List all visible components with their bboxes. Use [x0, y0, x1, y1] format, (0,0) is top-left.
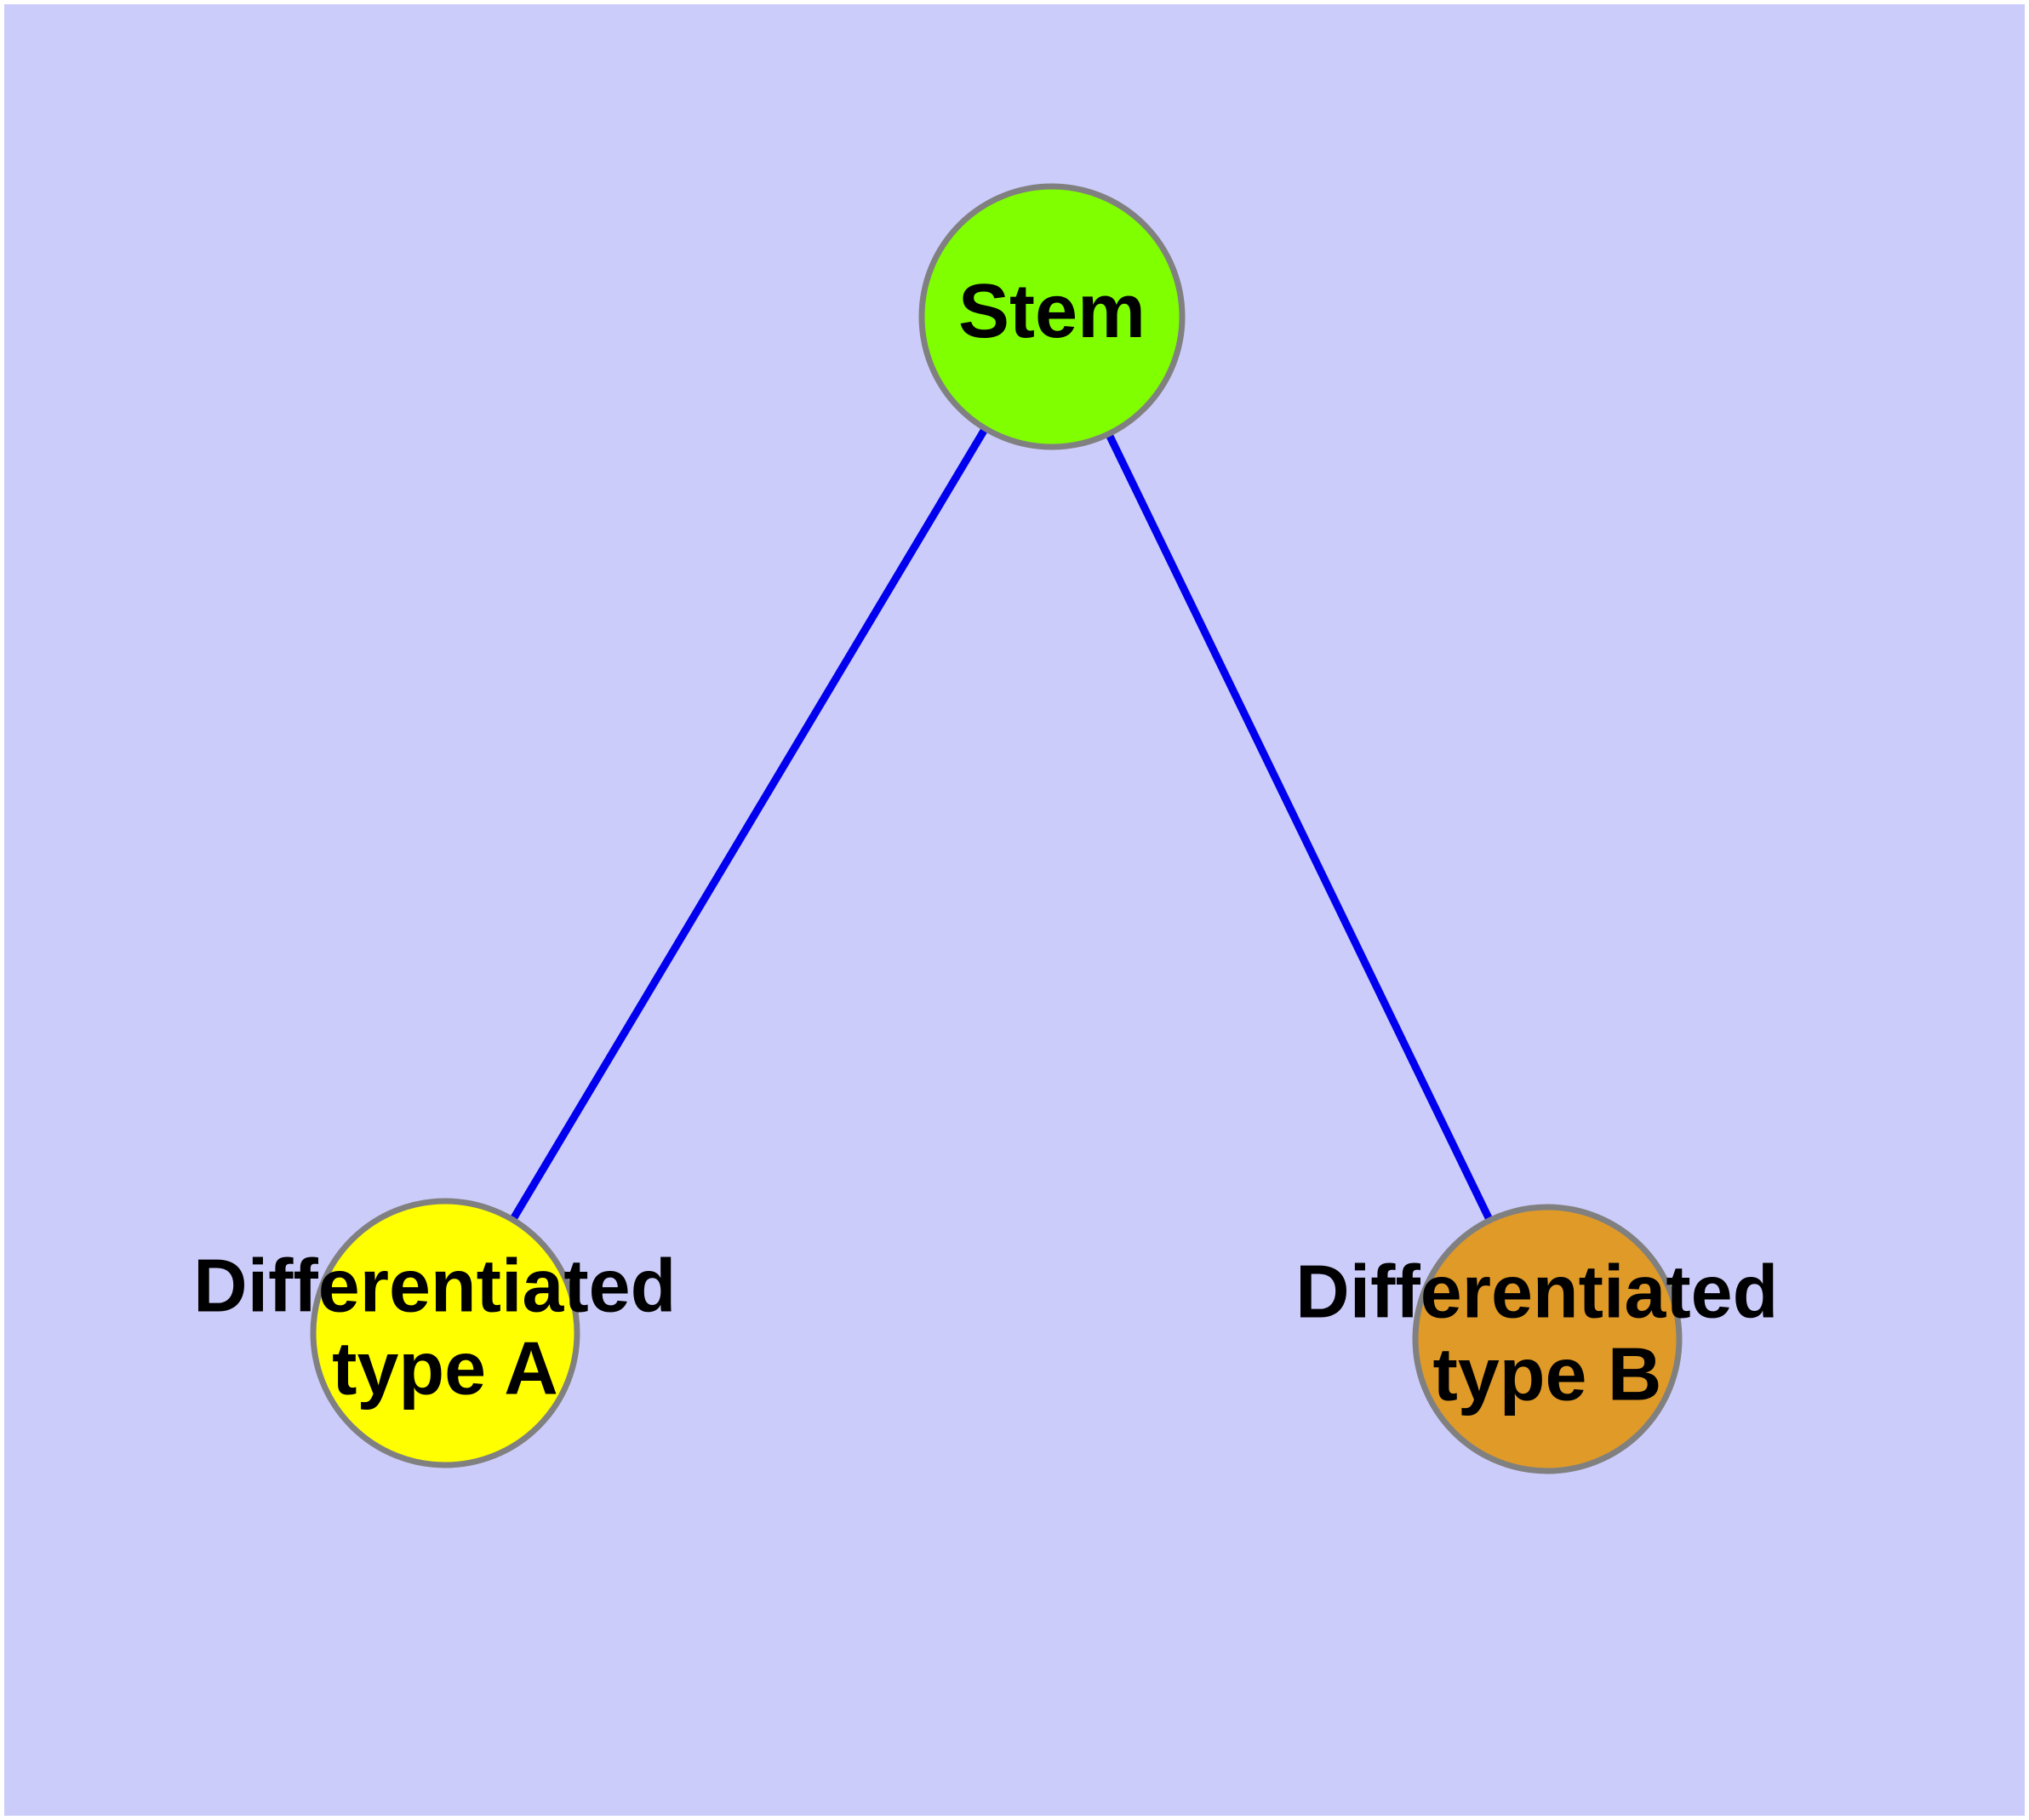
node-differentiated-type-a[interactable]: Differentiated type A — [193, 1198, 697, 1468]
node-differentiated-type-a-label: Differentiated type A — [193, 1244, 697, 1411]
node-differentiated-type-b-circle[interactable] — [1412, 1204, 1683, 1474]
node-differentiated-type-a-label-line-2: type A — [332, 1326, 558, 1411]
node-stem[interactable]: Stem — [918, 183, 1186, 450]
node-differentiated-type-b-label-line-1: Differentiated — [1295, 1250, 1778, 1334]
node-differentiated-type-b[interactable]: Differentiated type B — [1295, 1204, 1799, 1474]
edge-stem-to-differentiated-type-a[interactable] — [510, 427, 988, 1221]
node-differentiated-type-a-circle[interactable] — [310, 1198, 580, 1468]
node-differentiated-type-b-label: Differentiated type B — [1295, 1250, 1799, 1417]
node-differentiated-type-a-label-line-1: Differentiated — [193, 1244, 676, 1328]
node-layer: Stem Differentiated type A Differentiate… — [193, 183, 1799, 1474]
node-stem-label-line-1: Stem — [958, 269, 1146, 354]
node-differentiated-type-b-label-line-2: type B — [1433, 1332, 1662, 1417]
edge-layer — [510, 427, 1493, 1221]
node-stem-label: Stem — [958, 269, 1146, 354]
edge-stem-to-differentiated-type-b[interactable] — [1106, 433, 1493, 1221]
node-stem-circle[interactable] — [918, 183, 1186, 450]
